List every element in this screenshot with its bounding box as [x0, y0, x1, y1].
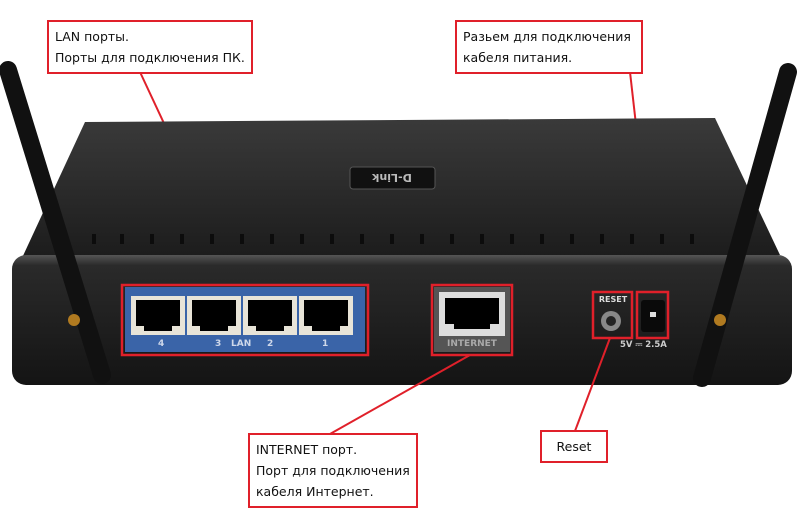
lan-number-4: 4 — [158, 339, 165, 349]
internet-label-line2: Порт для подключения — [256, 463, 410, 478]
right-antenna-connector — [714, 314, 726, 326]
brand-logo: D-Link — [371, 171, 412, 184]
internet-label-line1: INTERNET порт. — [256, 442, 358, 457]
power-label-line1: Разьем для подключения — [463, 29, 631, 44]
reset-label-line1: Reset — [556, 439, 592, 454]
lan-number-1: 1 — [322, 339, 329, 349]
lan-number-3: 3 — [215, 339, 222, 349]
reset-text: RESET — [598, 295, 628, 304]
power-label-line2: кабеля питания. — [463, 50, 573, 65]
power-connector-label: Разьем для подключения кабеля питания. — [455, 20, 643, 74]
lan-number-2: 2 — [267, 339, 274, 349]
internet-port-label: INTERNET порт. Порт для подключения кабе… — [248, 433, 418, 508]
right-antenna — [693, 63, 797, 387]
lan-port-2 — [248, 300, 292, 331]
reset-highlight — [591, 290, 634, 340]
vents — [92, 234, 694, 244]
internet-port — [445, 298, 499, 329]
power-rating: 5V ⎓ 2.5A — [620, 340, 667, 350]
lan-label-line1: LAN порты. — [55, 29, 130, 44]
lan-port-1 — [304, 300, 348, 331]
reset-callout-line — [574, 337, 611, 432]
internet-label-line3: кабеля Интернет. — [256, 484, 374, 499]
reset-label: Reset — [540, 430, 608, 463]
left-antenna-connector — [68, 314, 80, 326]
lan-port-3 — [192, 300, 236, 331]
internet-highlight — [430, 283, 514, 357]
lan-ports-label: LAN порты. Порты для подключения ПК. — [47, 20, 253, 74]
power-highlight — [635, 290, 670, 340]
lan-label-line2: Порты для подключения ПК. — [55, 50, 245, 65]
lan-highlight — [120, 283, 370, 357]
lan-text: LAN — [231, 339, 252, 349]
lan-ports — [136, 300, 348, 331]
internet-text: INTERNET — [447, 339, 497, 349]
left-antenna — [0, 61, 111, 384]
internet-callout-line — [329, 354, 471, 435]
lan-port-4 — [136, 300, 180, 331]
logo-badge — [349, 166, 436, 190]
lan-port-labels: 4 3 LAN 2 1 — [125, 339, 365, 353]
